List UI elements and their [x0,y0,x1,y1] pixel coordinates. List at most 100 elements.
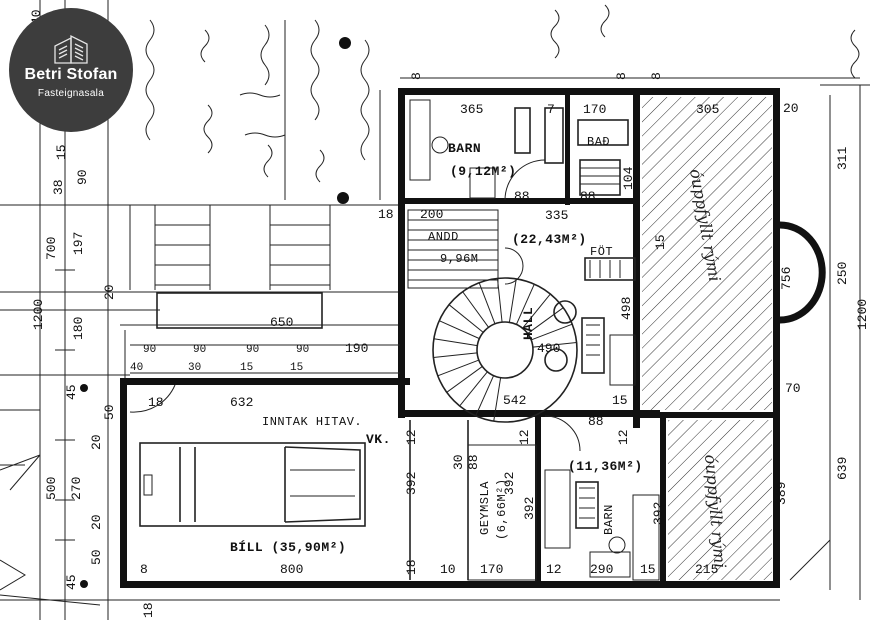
dim-639: 639 [835,457,850,480]
dim-12-c: 12 [616,429,631,445]
fixtures [129,99,660,581]
dim-20-d: 20 [102,284,117,300]
dim-650: 650 [270,315,293,330]
dim-90-e: 90 [75,169,90,185]
dim-335: 335 [545,208,568,223]
dim-800: 800 [280,562,303,577]
stair-tread [475,375,495,416]
room-bill: BÍLL (35,90M²) [230,540,346,555]
brand-logo: Betri Stofan Fasteignasala [9,8,133,132]
dim-50-a: 50 [102,404,117,420]
dim-45-a: 45 [64,384,79,400]
dim-250: 250 [835,262,850,285]
dim-170-top: 170 [583,102,606,117]
dim-392-d: 392 [502,472,517,495]
room-fot: FÖT [590,245,613,259]
brand-subtitle: Fasteignasala [37,88,105,99]
dim-200: 200 [420,207,443,222]
room-barn-top-area: (9,12M²) [450,164,516,179]
room-andd: ANDD [428,230,459,244]
label-vk: VK. [366,432,391,447]
stair-tread [437,359,480,377]
dim-8-d: 8 [649,72,664,80]
dim-542: 542 [503,393,526,408]
room-barn-top: BARN [448,141,481,156]
room-hall-area: (22,43M²) [512,232,587,247]
house-walls [398,88,826,588]
stair-tread [515,284,535,325]
dim-311: 311 [835,146,850,170]
dim-500: 500 [44,477,59,500]
dim-305: 305 [696,102,719,117]
unfilled-space-lower [668,420,772,580]
room-bad: BAÐ [587,135,610,149]
dim-88-d: 88 [466,454,481,470]
dim-20-top: 20 [783,101,799,116]
stair-tread [530,323,573,341]
stair-tread [508,278,517,323]
dim-18-b: 18 [148,395,164,410]
dim-215: 215 [695,562,718,577]
stair-tread [462,291,489,328]
dim-7: 7 [547,102,555,117]
dim-50-b: 50 [89,549,104,565]
garage-frame [120,378,780,588]
room-geymsla: GEYMSLA [478,481,492,535]
dim-756: 756 [779,267,794,290]
dim-392-c: 392 [651,502,666,525]
dim-12-d: 12 [546,562,562,577]
dim-20-c: 20 [89,514,104,530]
dimension-labels: 365 170 305 20 311 8 8 7 88 88 335 18 20… [29,9,870,618]
dim-490: 490 [537,341,560,356]
dim-90-b: 90 [193,344,206,356]
buildings-icon [54,34,88,64]
dim-365: 365 [460,102,483,117]
dim-88-c: 88 [588,414,604,429]
stair-tread [459,371,488,407]
stair-tread [493,377,502,422]
dim-392-a: 392 [404,472,419,495]
dim-18-c: 18 [404,559,419,575]
dim-30: 30 [188,362,201,374]
stair-tread [433,338,478,347]
dim-45-b: 45 [64,574,79,590]
dim-632: 632 [230,395,253,410]
dim-270: 270 [69,477,84,500]
dim-290: 290 [590,562,613,577]
dim-104: 104 [621,166,636,190]
label-inntak: INNTAK HITAV. [262,415,362,429]
dim-180: 180 [71,317,86,340]
dim-15-c: 15 [240,362,253,374]
dimension-lines [125,77,870,601]
dim-15-d: 15 [290,362,303,374]
dim-389: 389 [774,482,789,505]
dim-18-a: 18 [378,207,394,222]
stair-tread [446,366,483,393]
stair-tread [478,282,496,325]
brand-name: Betri Stofan [24,66,118,83]
dim-88-b: 88 [580,189,596,204]
dim-90-c: 90 [246,344,259,356]
dim-700: 700 [44,237,59,260]
stair-tread [522,293,551,329]
room-andd-area: 9,96M [440,252,479,266]
dim-190: 190 [345,341,368,356]
dim-12-b: 12 [517,429,532,445]
dim-392-b: 392 [522,497,537,520]
dim-15-b: 15 [612,393,628,408]
stair-tread [448,304,484,333]
stair-tread [527,307,564,334]
dim-498: 498 [619,297,634,320]
stair-tread [439,320,480,340]
room-hall: HALL [521,307,536,340]
dim-8-b: 8 [614,72,629,80]
dim-18-d: 18 [141,602,156,618]
dim-10: 10 [440,562,456,577]
dim-90-d: 90 [296,344,309,356]
dim-8-c: 8 [140,562,148,577]
room-barn-bottom-area: (11,36M²) [568,459,643,474]
dim-90-a: 90 [143,344,156,356]
dim-12-a: 12 [404,429,419,445]
dim-40: 40 [130,362,143,374]
